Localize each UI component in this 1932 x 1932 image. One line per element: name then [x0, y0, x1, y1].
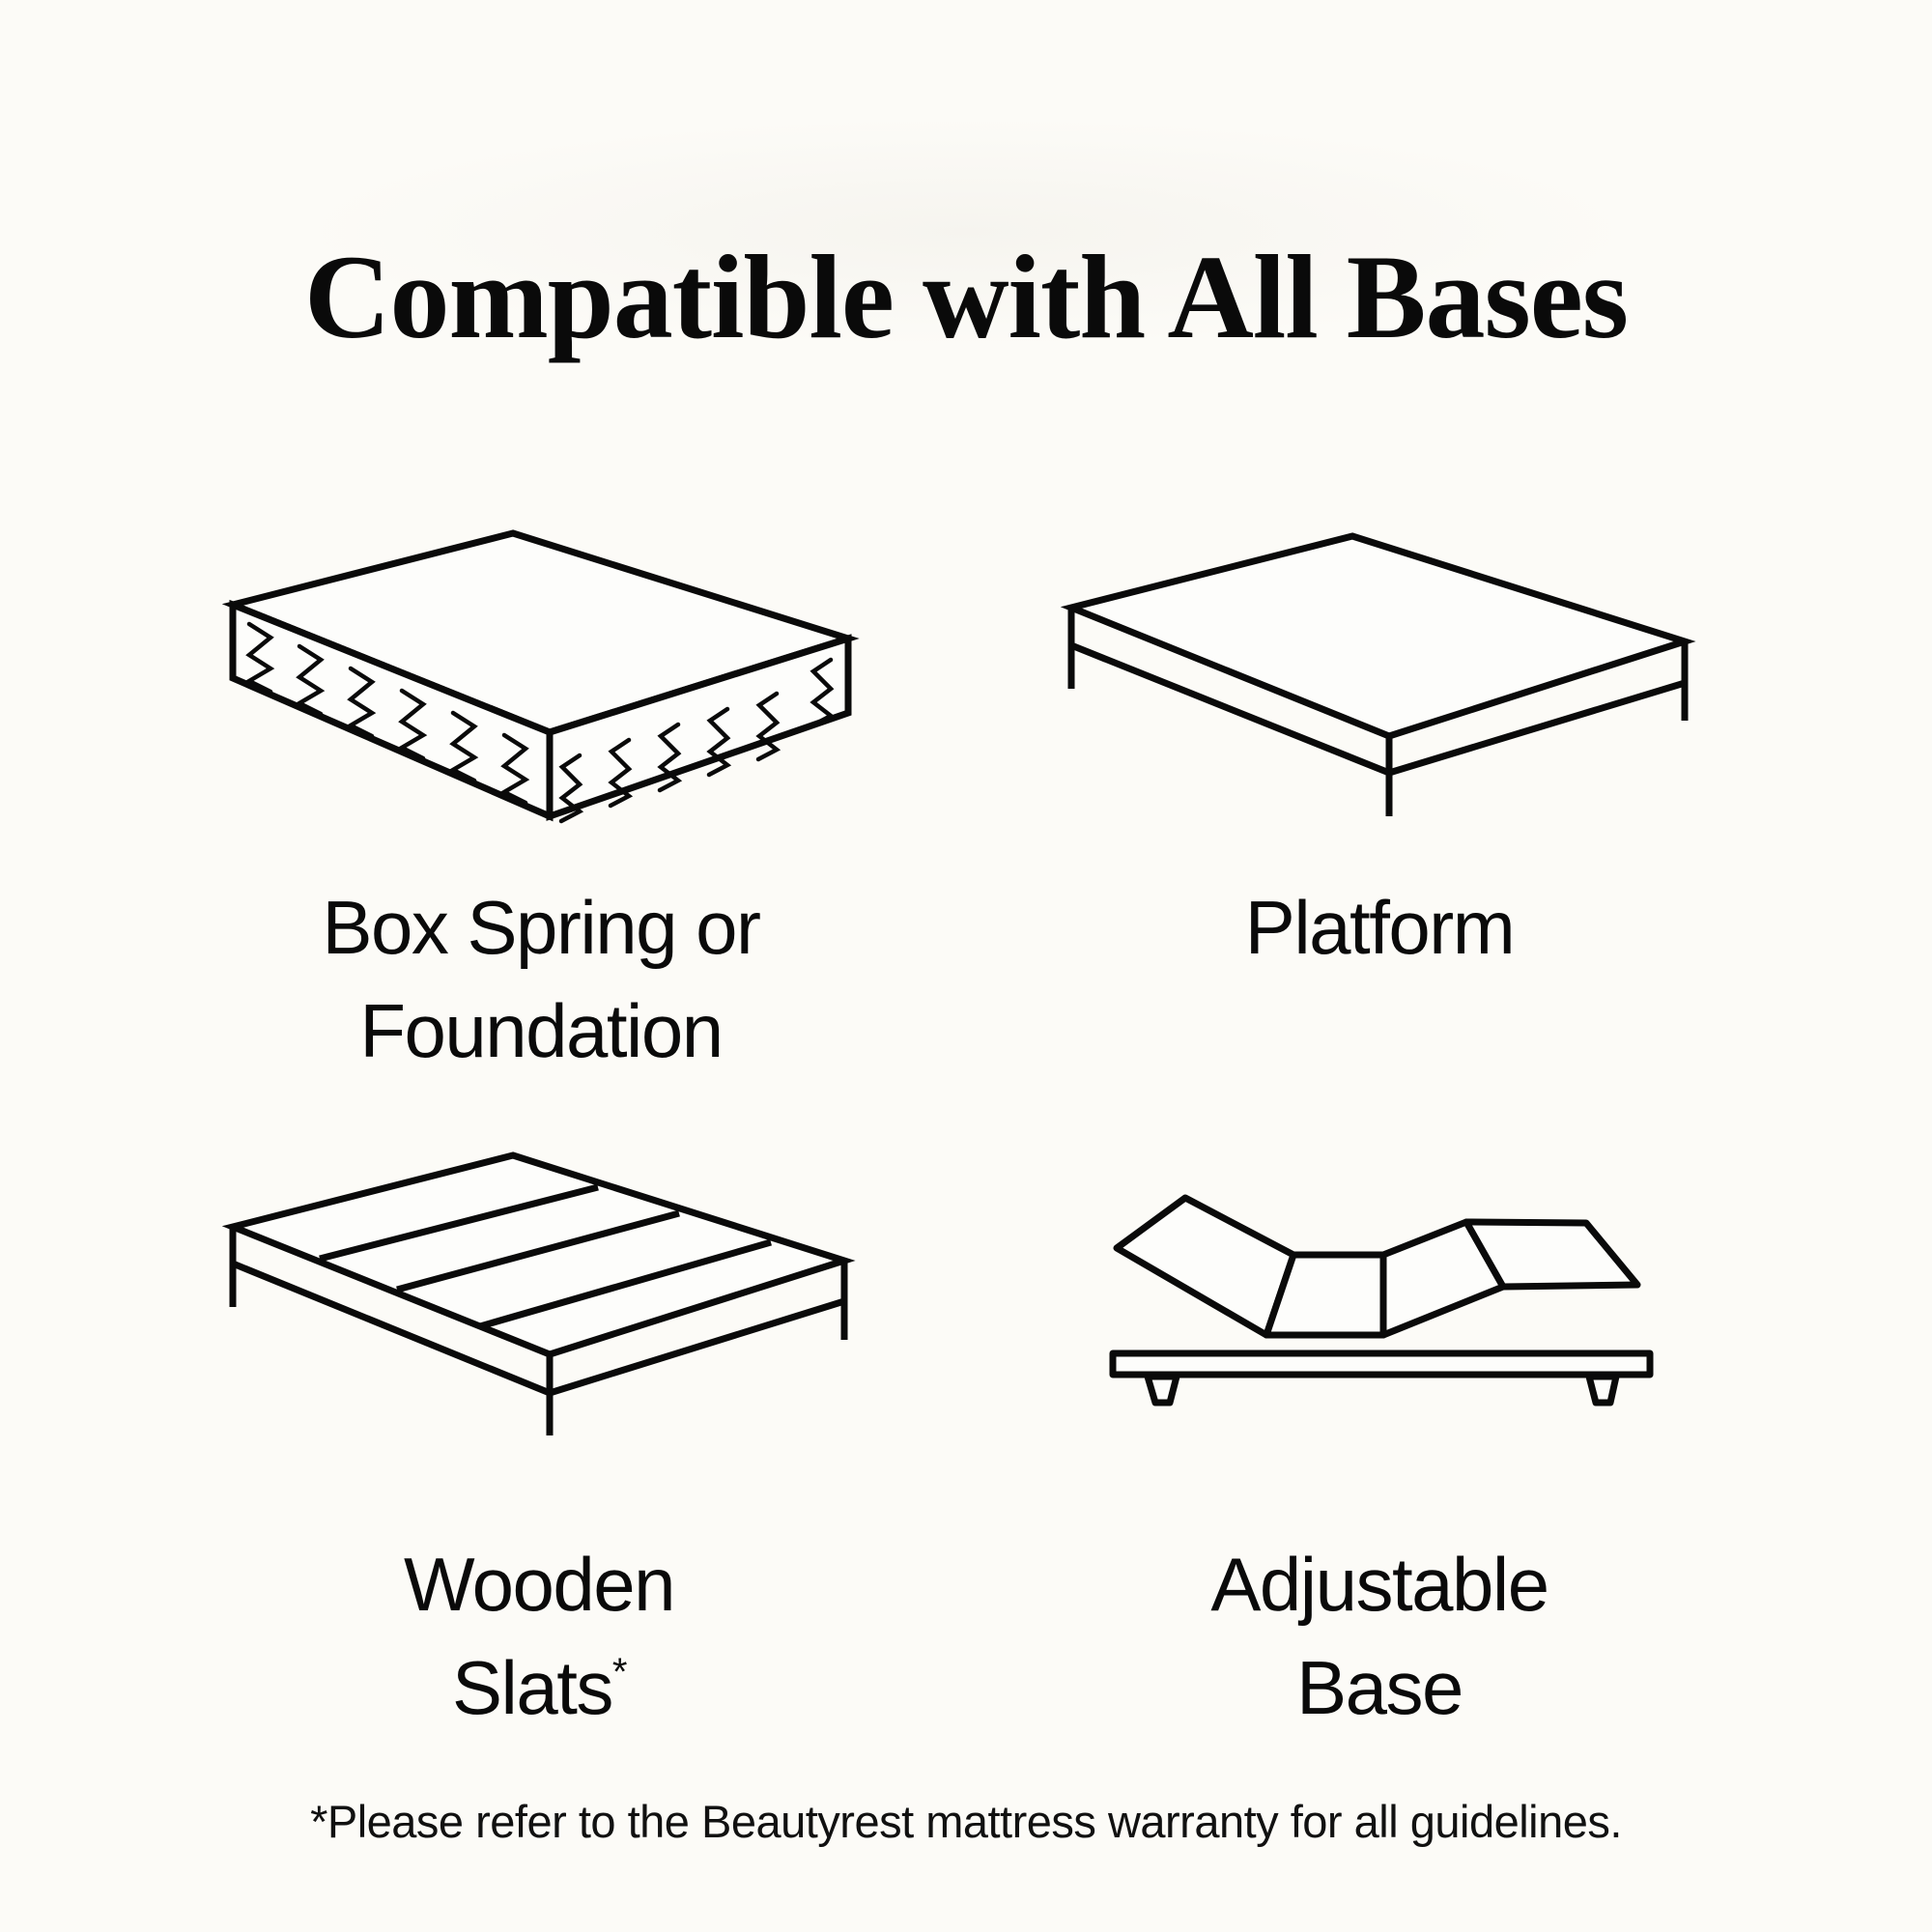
label-line: Slats*: [201, 1636, 877, 1740]
base-label-platform: Platform: [1041, 876, 1718, 980]
label-line: Box Spring or: [322, 885, 761, 970]
label-line: Adjustable: [1210, 1542, 1549, 1627]
base-label-wooden-slats: Wooden Slats*: [201, 1533, 877, 1740]
base-label-adjustable: Adjustable Base: [1041, 1533, 1718, 1740]
footnote-marker: *: [611, 1651, 628, 1693]
label-line: Base: [1296, 1645, 1463, 1730]
label-line: Platform: [1244, 885, 1516, 970]
base-label-box-spring: Box Spring or Foundation: [203, 876, 879, 1083]
label-line: Foundation: [359, 988, 724, 1073]
warranty-footnote: *Please refer to the Beautyrest mattress…: [310, 1796, 1622, 1847]
page-title: Compatible with All Bases: [303, 231, 1629, 364]
label-line: Wooden: [403, 1542, 676, 1627]
title-glow: [290, 116, 1642, 348]
label-text: Slats: [452, 1645, 613, 1730]
